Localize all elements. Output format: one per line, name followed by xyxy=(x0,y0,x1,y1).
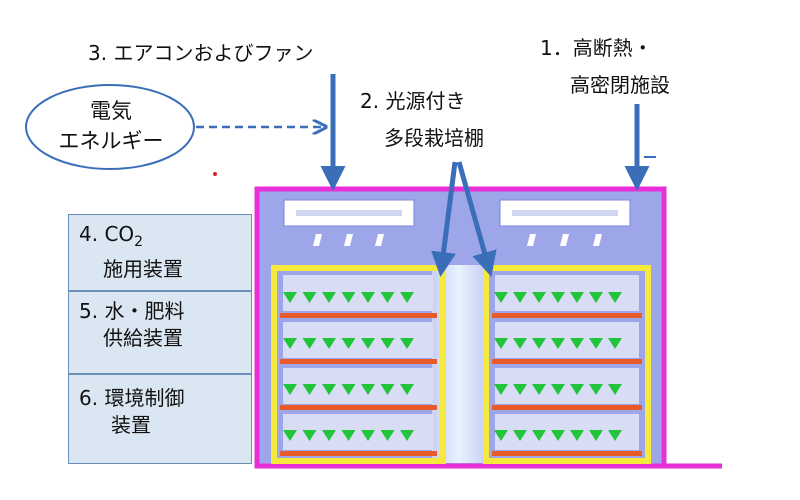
plant-icon xyxy=(322,430,336,441)
air-conditioner-right xyxy=(499,199,631,246)
insulation-label-line2: 高密閉施設 xyxy=(570,73,670,97)
plant-icon xyxy=(570,430,584,441)
plant-icon xyxy=(494,430,508,441)
plant-icon xyxy=(513,292,527,303)
plant-icon xyxy=(322,338,336,349)
plant-icon xyxy=(513,384,527,395)
plant-icon xyxy=(494,338,508,349)
water-panel-line2: 供給装置 xyxy=(103,326,183,350)
water-panel-line1: 5. 水・肥料 xyxy=(79,299,185,323)
control-panel-line2: 装置 xyxy=(111,413,151,437)
plant-icon xyxy=(589,292,603,303)
plant-icon xyxy=(361,430,375,441)
plant-icon xyxy=(589,384,603,395)
plant-icon xyxy=(513,338,527,349)
plant-icon xyxy=(532,292,546,303)
plant-icon xyxy=(551,384,565,395)
plant-icon xyxy=(341,384,356,395)
plant-icon xyxy=(532,430,546,441)
plant-icon xyxy=(589,430,603,441)
plant-icon xyxy=(283,384,297,395)
plant-icon xyxy=(302,338,317,349)
plant-icon xyxy=(589,338,603,349)
light-arrow-right xyxy=(456,161,497,277)
water-fertilizer-panel: 5. 水・肥料 供給装置 xyxy=(68,291,252,374)
electric-energy-ellipse xyxy=(25,84,195,170)
plant-icon xyxy=(283,430,297,441)
plant-icon xyxy=(608,292,622,303)
plant-icon xyxy=(400,292,414,303)
plant-icon xyxy=(532,384,546,395)
plant-icon xyxy=(380,384,395,395)
plant-icon xyxy=(494,292,508,303)
plant-icon xyxy=(513,430,527,441)
plant-icon xyxy=(341,430,356,441)
plant-icon xyxy=(400,384,414,395)
plant-icon xyxy=(608,430,622,441)
co2-panel-line2: 施用装置 xyxy=(103,257,183,281)
plant-icon xyxy=(302,292,317,303)
plant-icon xyxy=(341,338,356,349)
plant-icon xyxy=(608,384,622,395)
plant-icon xyxy=(361,292,375,303)
red-dot xyxy=(213,172,217,176)
plant-icon xyxy=(494,384,508,395)
plant-icon xyxy=(570,292,584,303)
light-arrow-left xyxy=(431,161,458,277)
environment-control-panel: 6. 環境制御 装置 xyxy=(68,374,252,464)
insulation-label-line1: 1．高断熱・ xyxy=(540,36,653,60)
plant-icon xyxy=(302,384,317,395)
plant-icon xyxy=(361,338,375,349)
plant-icon xyxy=(570,384,584,395)
plant-icon xyxy=(532,338,546,349)
plant-icon xyxy=(400,338,414,349)
plant-icon xyxy=(608,338,622,349)
plant-icon xyxy=(283,338,297,349)
plant-icon xyxy=(341,292,356,303)
plant-icon xyxy=(380,430,395,441)
plant-icon xyxy=(380,338,395,349)
co2-panel: 4. CO2 施用装置 xyxy=(68,214,252,291)
fan-label: 3. エアコンおよびファン xyxy=(88,41,314,65)
plant-icon xyxy=(322,384,336,395)
plant-icon xyxy=(361,384,375,395)
electric-energy-label: 電気 エネルギー xyxy=(58,99,164,153)
plant-icon xyxy=(551,338,565,349)
plant-icon xyxy=(283,292,297,303)
plant-icon xyxy=(551,292,565,303)
light-label-line1: 2. 光源付き xyxy=(360,89,466,113)
plant-icon xyxy=(551,430,565,441)
plants xyxy=(283,292,622,441)
plant-icon xyxy=(570,338,584,349)
plant-icon xyxy=(380,292,395,303)
control-panel-line1: 6. 環境制御 xyxy=(79,386,185,410)
light-label-line2: 多段栽培棚 xyxy=(384,126,484,150)
air-conditioner-left xyxy=(283,199,415,246)
plant-icon xyxy=(400,430,414,441)
co2-subscript: 2 xyxy=(134,234,144,250)
plant-icon xyxy=(322,292,336,303)
plant-icon xyxy=(302,430,317,441)
co2-panel-line1: 4. CO xyxy=(79,222,135,246)
